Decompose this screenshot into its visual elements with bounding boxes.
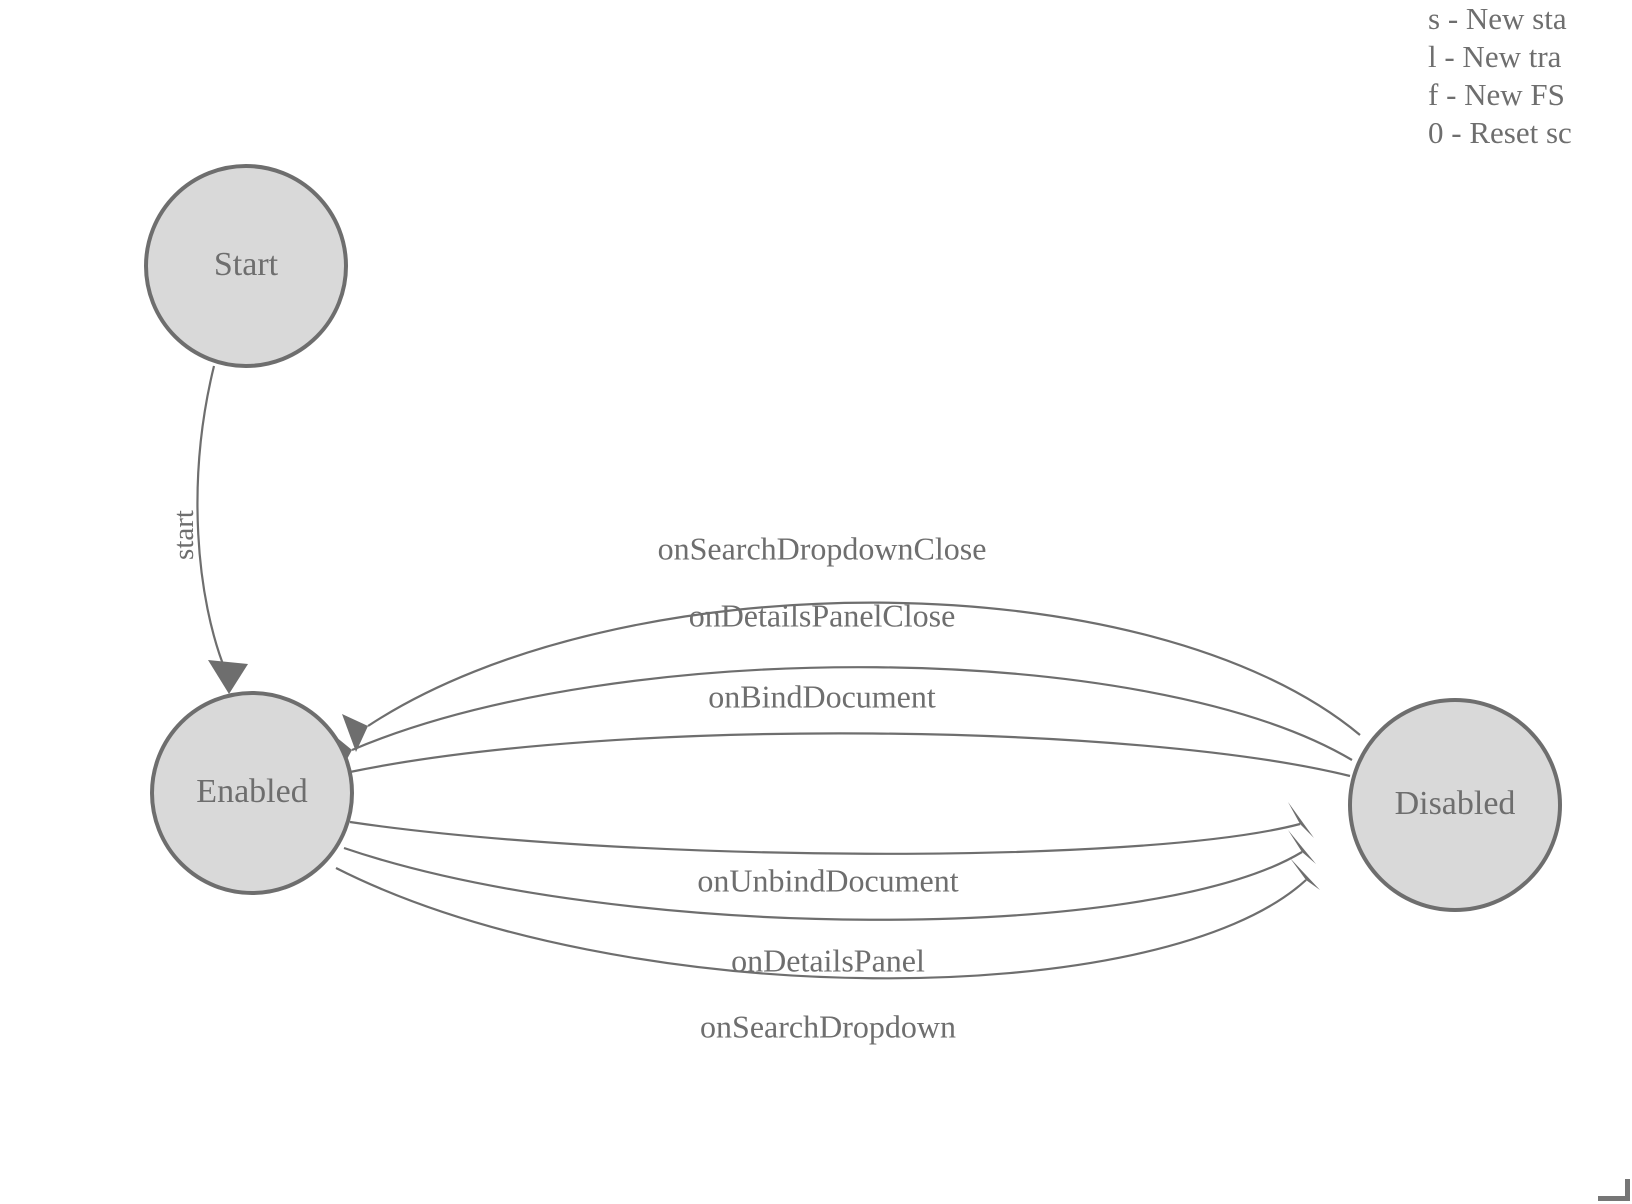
resize-handle-bar-horizontal <box>1598 1196 1630 1201</box>
state-label-enabled: Enabled <box>196 773 307 810</box>
edge-on-search-dropdown-close[interactable] <box>342 601 1361 752</box>
help-line-new-state: s - New sta <box>1428 1 1567 36</box>
edge-label-on-search-dropdown: onSearchDropdown <box>700 1008 956 1044</box>
edge-label-on-details-panel-close: onDetailsPanelClose <box>689 597 956 633</box>
edge-on-search-dropdown[interactable] <box>335 858 1320 980</box>
resize-handle-bar-vertical <box>1625 1179 1630 1201</box>
edge-start[interactable] <box>196 365 248 694</box>
state-node-disabled[interactable]: Disabled <box>1348 698 1562 912</box>
state-label-start: Start <box>214 246 279 283</box>
state-node-enabled[interactable]: Enabled <box>150 691 354 895</box>
edge-label-on-details-panel: onDetailsPanel <box>731 942 925 978</box>
arrowhead-icon <box>1288 830 1316 864</box>
state-circle <box>1348 698 1562 912</box>
edge-label-on-unbind-document: onUnbindDocument <box>697 862 958 898</box>
edge-label-on-bind-document: onBindDocument <box>708 678 936 714</box>
arrowhead-icon <box>342 714 368 752</box>
arrowhead-icon <box>1288 802 1314 838</box>
help-line-new-fsm: f - New FS <box>1428 77 1565 112</box>
help-line-reset: 0 - Reset sc <box>1428 115 1572 150</box>
keyboard-help-overlay: s - New sta l - New tra f - New FS 0 - R… <box>1428 0 1632 152</box>
edge-on-details-panel[interactable] <box>343 830 1316 921</box>
arrowhead-icon <box>208 660 248 694</box>
state-label-disabled: Disabled <box>1395 785 1516 822</box>
edge-on-unbind-document[interactable] <box>349 802 1314 855</box>
state-circle <box>144 164 348 368</box>
edge-label-on-search-dropdown-close: onSearchDropdownClose <box>658 530 987 566</box>
window-resize-handle[interactable] <box>1598 1179 1632 1204</box>
arrowhead-icon <box>1290 858 1320 890</box>
edge-label-start: start <box>168 510 200 560</box>
state-circle <box>150 691 354 895</box>
edge-on-bind-document[interactable] <box>332 732 1351 794</box>
state-node-start[interactable]: Start <box>144 164 348 368</box>
help-line-new-transition: l - New tra <box>1428 39 1562 74</box>
